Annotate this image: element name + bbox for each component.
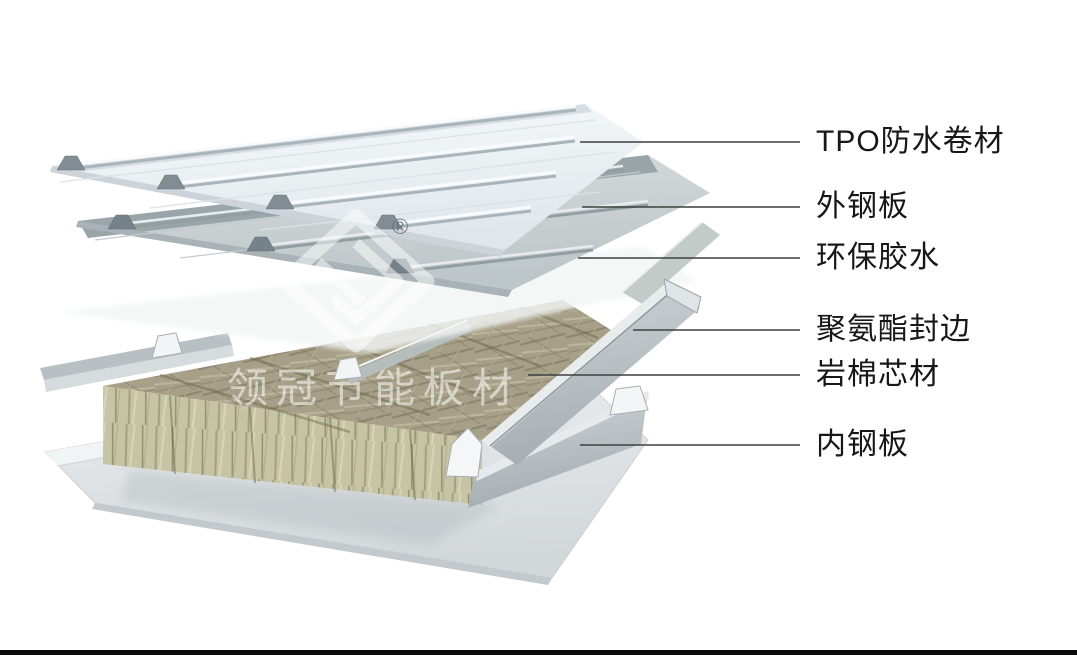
lower-right-rail-end-cap <box>609 385 649 416</box>
edge-seal-rail-end-cap <box>445 427 483 478</box>
leader-lines <box>528 141 800 446</box>
left-edge-rail <box>40 332 234 392</box>
label-pu-edge-seal: 聚氨酯封边 <box>816 313 971 346</box>
footer-black-bar <box>0 650 1077 655</box>
brand-logo-watermark <box>277 209 435 353</box>
edge-seal-rail <box>445 278 702 478</box>
label-inner-steel: 内钢板 <box>816 428 909 461</box>
core-shadow <box>120 470 500 545</box>
label-rockwool-core: 岩棉芯材 <box>816 358 940 391</box>
tpo-pinstripes <box>59 119 616 231</box>
label-outer-steel: 外钢板 <box>816 190 909 223</box>
inner-steel-front-edge <box>92 503 552 585</box>
tpo-membrane-sheet <box>50 104 643 257</box>
registered-trademark-icon: ® <box>392 214 409 239</box>
label-tpo-membrane: TPO防水卷材 <box>816 125 1005 158</box>
edge-seal-rail-end-profile <box>663 278 702 314</box>
rockwool-front-face <box>103 386 482 505</box>
outer-steel-front-band <box>76 221 512 297</box>
outer-steel-edge-lip <box>621 221 720 304</box>
rockwool-front-seams <box>169 395 416 501</box>
tpo-ribs <box>56 104 577 230</box>
label-eco-glue: 环保胶水 <box>816 241 940 274</box>
left-rail-end-cap <box>151 332 183 359</box>
mid-rail-end-cap <box>333 356 363 381</box>
